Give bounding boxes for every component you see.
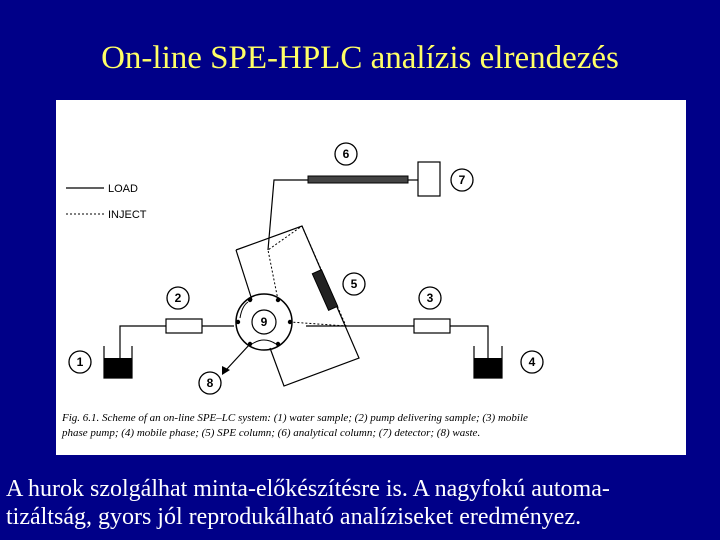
column-inlet-tubing [267, 179, 308, 251]
waste-arrow-icon [222, 366, 230, 375]
svg-text:8: 8 [207, 376, 214, 390]
caption-line-1: Fig. 6.1. Scheme of an on-line SPE–LC sy… [62, 412, 528, 424]
svg-text:6: 6 [343, 147, 350, 161]
svg-text:5: 5 [351, 277, 358, 291]
legend-load-label: LOAD [108, 183, 138, 195]
svg-text:9: 9 [261, 315, 268, 329]
label-3: 3 [418, 286, 442, 310]
loop-inject-path [267, 225, 303, 301]
scheme-diagram: LOAD INJECT [66, 142, 544, 395]
legend-inject-label: INJECT [108, 209, 147, 221]
mobile-phase-pump [413, 318, 451, 334]
spe-column [311, 269, 339, 311]
label-2: 2 [166, 286, 190, 310]
label-8: 8 [198, 371, 222, 395]
svg-text:3: 3 [427, 291, 434, 305]
detector [417, 161, 441, 197]
loop-inject-return [289, 225, 347, 327]
body-text: A hurok szolgálhat minta-előkészítésre i… [6, 475, 718, 531]
sample-tubing [119, 325, 166, 368]
label-6: 6 [334, 142, 358, 166]
mobile-phase-tubing [450, 325, 489, 368]
svg-text:4: 4 [529, 355, 536, 369]
label-9: 9 [254, 312, 274, 332]
label-5: 5 [342, 272, 366, 296]
slide-title: On-line SPE-HPLC analízis elrendezés [101, 40, 619, 76]
analytical-column [307, 175, 409, 184]
sample-pump [165, 318, 203, 334]
water-sample-bottle [103, 346, 133, 379]
spe-loop-tubing [235, 225, 360, 387]
label-7: 7 [450, 168, 474, 192]
label-1: 1 [68, 350, 92, 374]
body-line-1: A hurok szolgálhat minta-előkészítésre i… [6, 476, 610, 502]
waste-tubing [225, 343, 251, 371]
svg-text:1: 1 [77, 355, 84, 369]
figure-caption: Fig. 6.1. Scheme of an on-line SPE–LC sy… [62, 411, 680, 441]
label-4: 4 [520, 350, 544, 374]
svg-text:2: 2 [175, 291, 182, 305]
caption-line-2: phase pump; (4) mobile phase; (5) SPE co… [62, 427, 481, 439]
body-line-2: tizáltság, gyors jól reprodukálható anal… [6, 504, 582, 530]
loop-inlet [235, 249, 253, 301]
spe-hplc-scheme-figure: LOAD INJECT [56, 100, 686, 455]
svg-text:7: 7 [459, 173, 466, 187]
